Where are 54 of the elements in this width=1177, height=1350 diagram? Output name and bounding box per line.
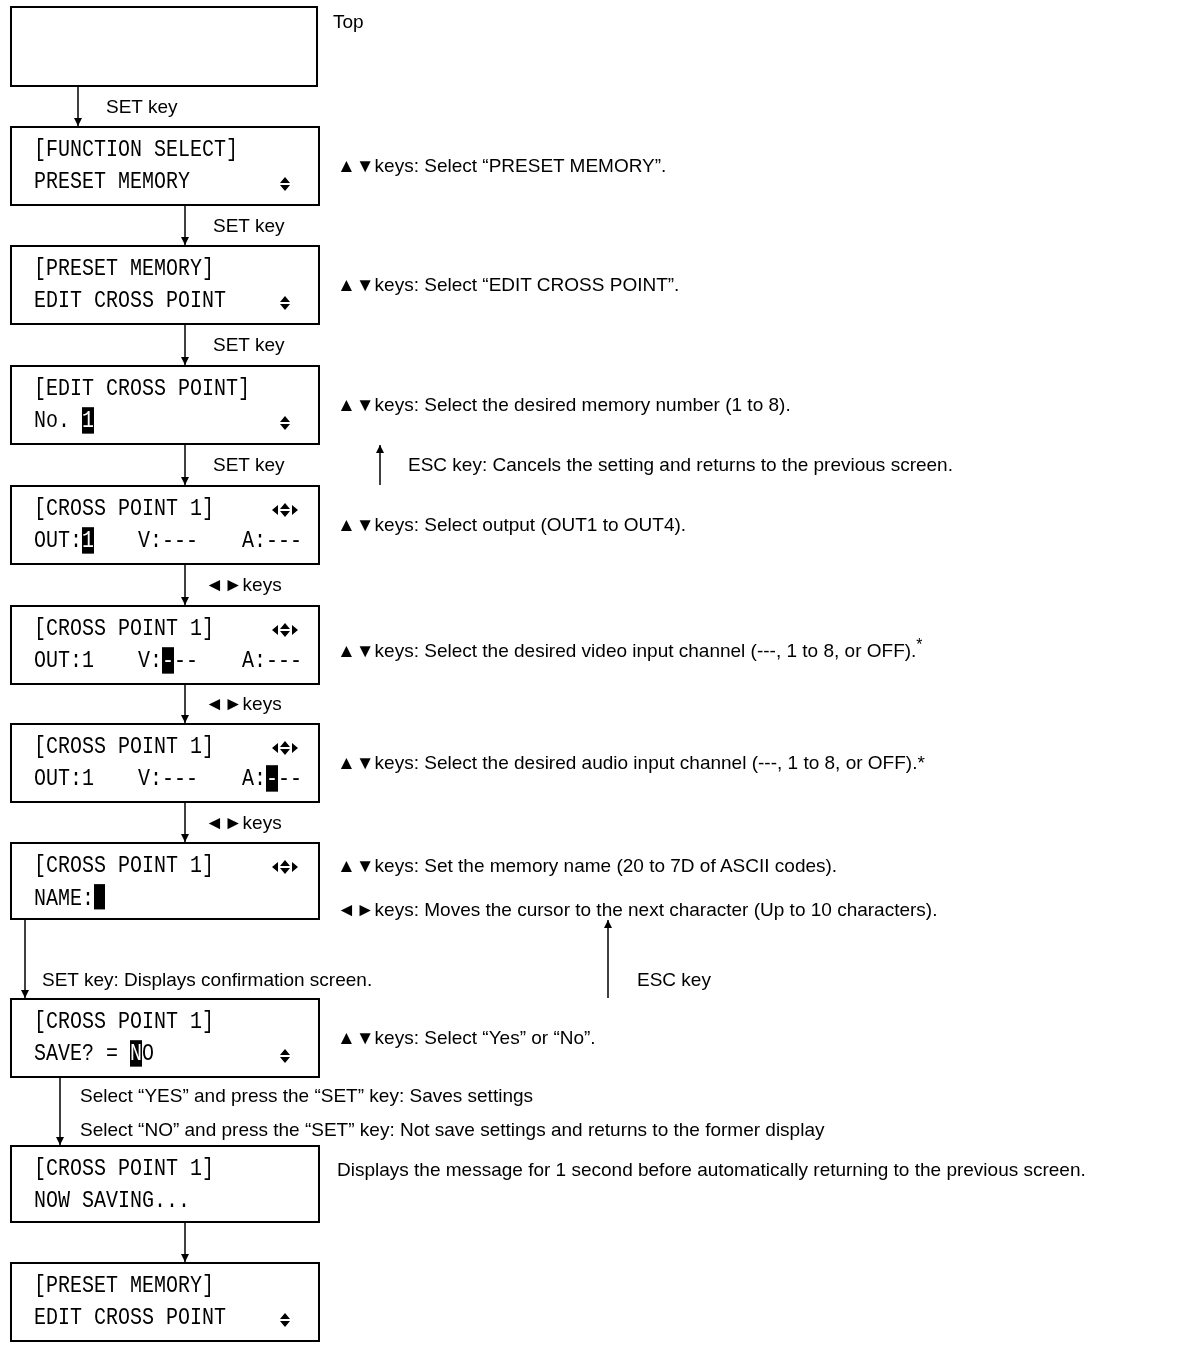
arrow — [21, 919, 29, 999]
screen-text: OUT:1 V:--- A:--- — [34, 647, 303, 675]
screen-text: [PRESET MEMORY] — [34, 255, 215, 283]
screen-text: [CROSS POINT 1] — [34, 615, 215, 643]
lcd-screen-box — [10, 1262, 320, 1342]
screen-text: EDIT CROSS POINT — [34, 1304, 227, 1332]
arrow — [181, 205, 189, 246]
lcd-screen-box — [10, 365, 320, 445]
screen-text: [CROSS POINT 1] — [34, 852, 215, 880]
lcd-screen-box — [10, 723, 320, 803]
description-text: ▲▼keys: Select the desired video input channel (---, 1 to 8, or OFF).$^{*}$ — [337, 635, 923, 664]
arrow — [181, 684, 189, 724]
lcd-screen-box — [10, 605, 320, 685]
lcd-screen-box — [10, 998, 320, 1078]
screen-text: [EDIT CROSS POINT] — [34, 375, 251, 403]
screen-text: SAVE? = NO — [34, 1040, 155, 1068]
lcd-screen-box — [10, 485, 320, 565]
arrow — [604, 919, 612, 999]
screen-text: [CROSS POINT 1] — [34, 495, 215, 523]
blank-screen-box — [10, 6, 318, 87]
description-text: ▲▼keys: Set the memory name (20 to 7D of ASCII codes). — [337, 854, 838, 878]
lcd-screen-box — [10, 245, 320, 325]
arrow — [56, 1077, 64, 1146]
screen-text: [CROSS POINT 1] — [34, 1155, 215, 1183]
screen-text: PRESET MEMORY — [34, 168, 191, 196]
lcd-screen-box — [10, 126, 320, 206]
description-text: ▲▼keys: Select output (OUT1 to OUT4). — [337, 513, 687, 537]
lcd-screen-box — [10, 842, 320, 920]
screen-text: OUT:1 V:--- A:--- — [34, 527, 303, 555]
description-text: ▲▼keys: Select “EDIT CROSS POINT”. — [337, 273, 680, 297]
screen-text: NAME: — [34, 884, 105, 913]
arrow — [181, 802, 189, 843]
screen-text: No. 1 — [34, 407, 95, 435]
description-text: ▲▼keys: Select the desired audio input channel (---, 1 to 8, or OFF).* — [337, 751, 925, 775]
description-text: ◄►keys: Moves the cursor to the next character (Up to 10 characters). — [337, 898, 938, 922]
arrow — [181, 444, 189, 486]
screen-text: EDIT CROSS POINT — [34, 287, 227, 315]
screen-text: OUT:1 V:--- A:--- — [34, 765, 303, 793]
arrow — [181, 324, 189, 366]
description-text: Top — [333, 10, 364, 34]
arrow — [181, 1222, 189, 1263]
screen-text: NOW SAVING... — [34, 1187, 191, 1215]
arrow — [181, 564, 189, 606]
arrow — [74, 86, 82, 127]
screen-text: [CROSS POINT 1] — [34, 733, 215, 761]
description-text: ▲▼keys: Select “Yes” or “No”. — [337, 1026, 596, 1050]
screen-text: [FUNCTION SELECT] — [34, 136, 239, 164]
lcd-screen-box — [10, 1145, 320, 1223]
description-text: ▲▼keys: Select the desired memory number (1 to 8). — [337, 393, 791, 417]
screen-text: [PRESET MEMORY] — [34, 1272, 215, 1300]
description-text: Displays the message for 1 second before automatically returning to the previous screen. — [337, 1158, 1086, 1182]
screen-text: [CROSS POINT 1] — [34, 1008, 215, 1036]
description-text: ▲▼keys: Select “PRESET MEMORY”. — [337, 154, 667, 178]
arrow — [376, 444, 384, 486]
